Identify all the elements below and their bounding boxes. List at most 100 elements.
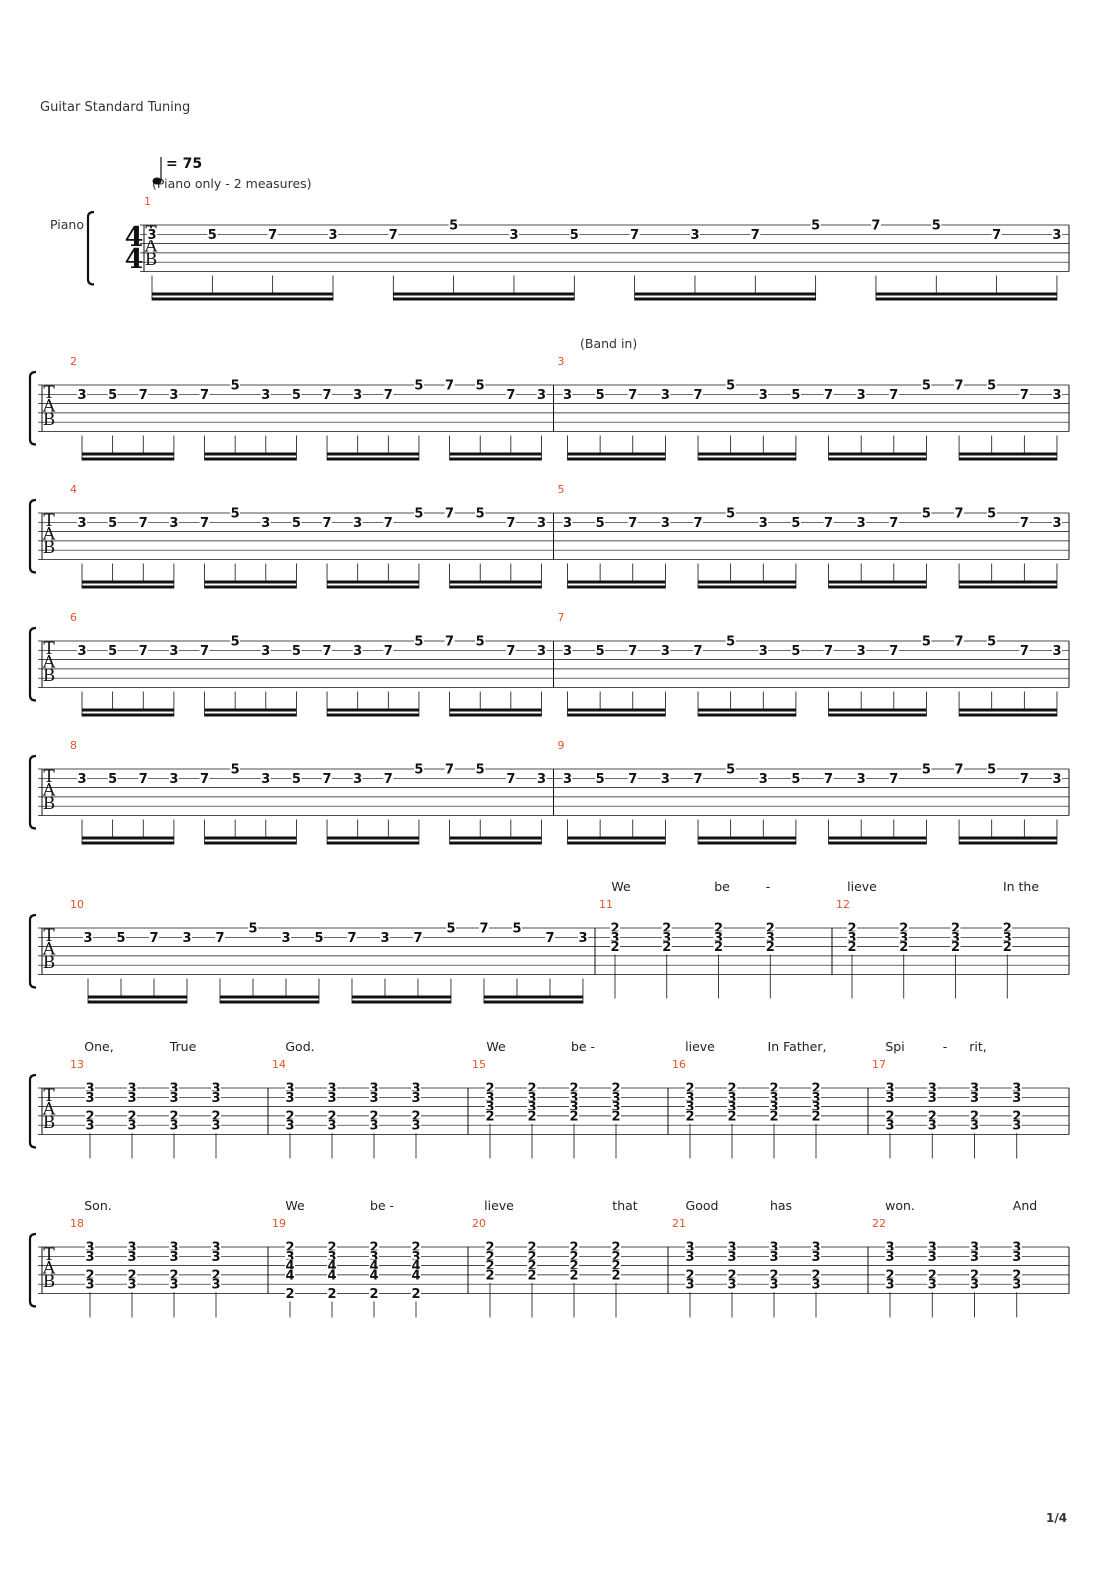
fret-number: 2 xyxy=(662,940,671,955)
fret-number: 2 xyxy=(685,1109,694,1124)
fret-number: 3 xyxy=(85,1241,94,1256)
note-knockout xyxy=(661,931,672,944)
beam xyxy=(567,452,666,456)
note-knockout xyxy=(230,507,241,519)
beam xyxy=(567,713,666,717)
fret-number: 3 xyxy=(611,1100,620,1115)
beam xyxy=(875,292,1057,296)
fret-number: 3 xyxy=(369,1091,378,1106)
bar-number: 12 xyxy=(836,898,850,911)
fret-number: 7 xyxy=(506,516,515,531)
fret-number: 5 xyxy=(596,644,605,659)
staff-brace xyxy=(28,626,37,702)
beam xyxy=(327,836,419,840)
fret-number: 3 xyxy=(369,1082,378,1097)
fret-number: 2 xyxy=(327,1287,336,1302)
note-knockout xyxy=(1011,1082,1022,1094)
fret-number: 3 xyxy=(411,1082,420,1097)
fret-number: 2 xyxy=(928,1109,937,1124)
fret-number: 2 xyxy=(169,1109,178,1124)
beam xyxy=(698,580,796,584)
note-knockout xyxy=(954,379,965,391)
fret-number: 3 xyxy=(147,228,156,243)
fret-number: 3 xyxy=(811,1100,820,1115)
fret-number: 4 xyxy=(285,1259,294,1274)
fret-number: 3 xyxy=(759,516,768,531)
note-knockout xyxy=(888,644,899,657)
fret-number: 3 xyxy=(685,1091,694,1106)
note-knockout xyxy=(611,1268,621,1281)
note-knockout xyxy=(627,644,638,657)
note-knockout xyxy=(267,228,278,241)
fret-number: 3 xyxy=(127,1082,136,1097)
bar-number: 15 xyxy=(472,1058,486,1071)
note-knockout xyxy=(769,1241,779,1253)
note-knockout xyxy=(611,1259,621,1272)
fret-number: 2 xyxy=(811,1109,820,1124)
lyric-syllable: One, xyxy=(84,1039,113,1054)
tab-system: TAB1333233323332333231433233323332333231… xyxy=(28,1039,1070,1159)
tab-clef-letter: B xyxy=(43,1272,56,1292)
note-knockout xyxy=(527,1082,537,1094)
fret-number: 5 xyxy=(570,228,579,243)
fret-number: 5 xyxy=(922,635,931,650)
note-knockout xyxy=(181,931,192,944)
note-knockout xyxy=(369,1287,379,1300)
note-knockout xyxy=(383,644,394,657)
fret-number: 2 xyxy=(485,1250,494,1265)
note-knockout xyxy=(1051,228,1062,241)
note-knockout xyxy=(485,1100,495,1113)
fret-number: 3 xyxy=(766,931,775,946)
fret-number: 4 xyxy=(327,1259,336,1274)
beam xyxy=(88,1000,187,1004)
note-knockout xyxy=(758,388,769,401)
note-knockout xyxy=(888,516,899,529)
staff-brace xyxy=(28,1073,37,1149)
note-knockout xyxy=(758,516,769,529)
fret-number: 5 xyxy=(791,388,800,403)
lyric-syllable: We xyxy=(486,1039,506,1054)
fret-number: 2 xyxy=(485,1241,494,1256)
note-knockout xyxy=(569,1241,579,1253)
fret-number: 7 xyxy=(139,516,148,531)
note-knockout xyxy=(790,772,801,785)
fret-number: 2 xyxy=(847,922,856,937)
note-knockout xyxy=(411,1250,421,1263)
staff-brace xyxy=(28,913,37,989)
note-knockout xyxy=(199,516,210,529)
note-knockout xyxy=(285,1241,295,1253)
fret-number: 3 xyxy=(928,1119,937,1134)
fret-number: 3 xyxy=(509,228,518,243)
note-knockout xyxy=(508,228,519,241)
fret-number: 7 xyxy=(384,516,393,531)
beam xyxy=(959,585,1057,589)
fret-number: 7 xyxy=(139,644,148,659)
beam xyxy=(449,708,542,712)
note-knockout xyxy=(369,1250,379,1263)
lyric-syllable: - xyxy=(943,1039,948,1054)
fret-number: 2 xyxy=(327,1241,336,1256)
fret-number: 3 xyxy=(1052,516,1061,531)
note-knockout xyxy=(627,388,638,401)
note-knockout xyxy=(1002,922,1013,934)
beam xyxy=(698,713,796,717)
note-knockout xyxy=(611,1241,621,1253)
note-knockout xyxy=(346,931,357,944)
note-knockout xyxy=(765,940,776,953)
fret-number: 5 xyxy=(292,516,301,531)
fret-number: 3 xyxy=(1052,388,1061,403)
note-knockout xyxy=(260,516,271,529)
fret-number: 2 xyxy=(847,940,856,955)
fret-number: 5 xyxy=(811,219,820,234)
fret-number: 3 xyxy=(537,772,546,787)
fret-number: 5 xyxy=(987,379,996,394)
note-knockout xyxy=(1002,931,1013,944)
